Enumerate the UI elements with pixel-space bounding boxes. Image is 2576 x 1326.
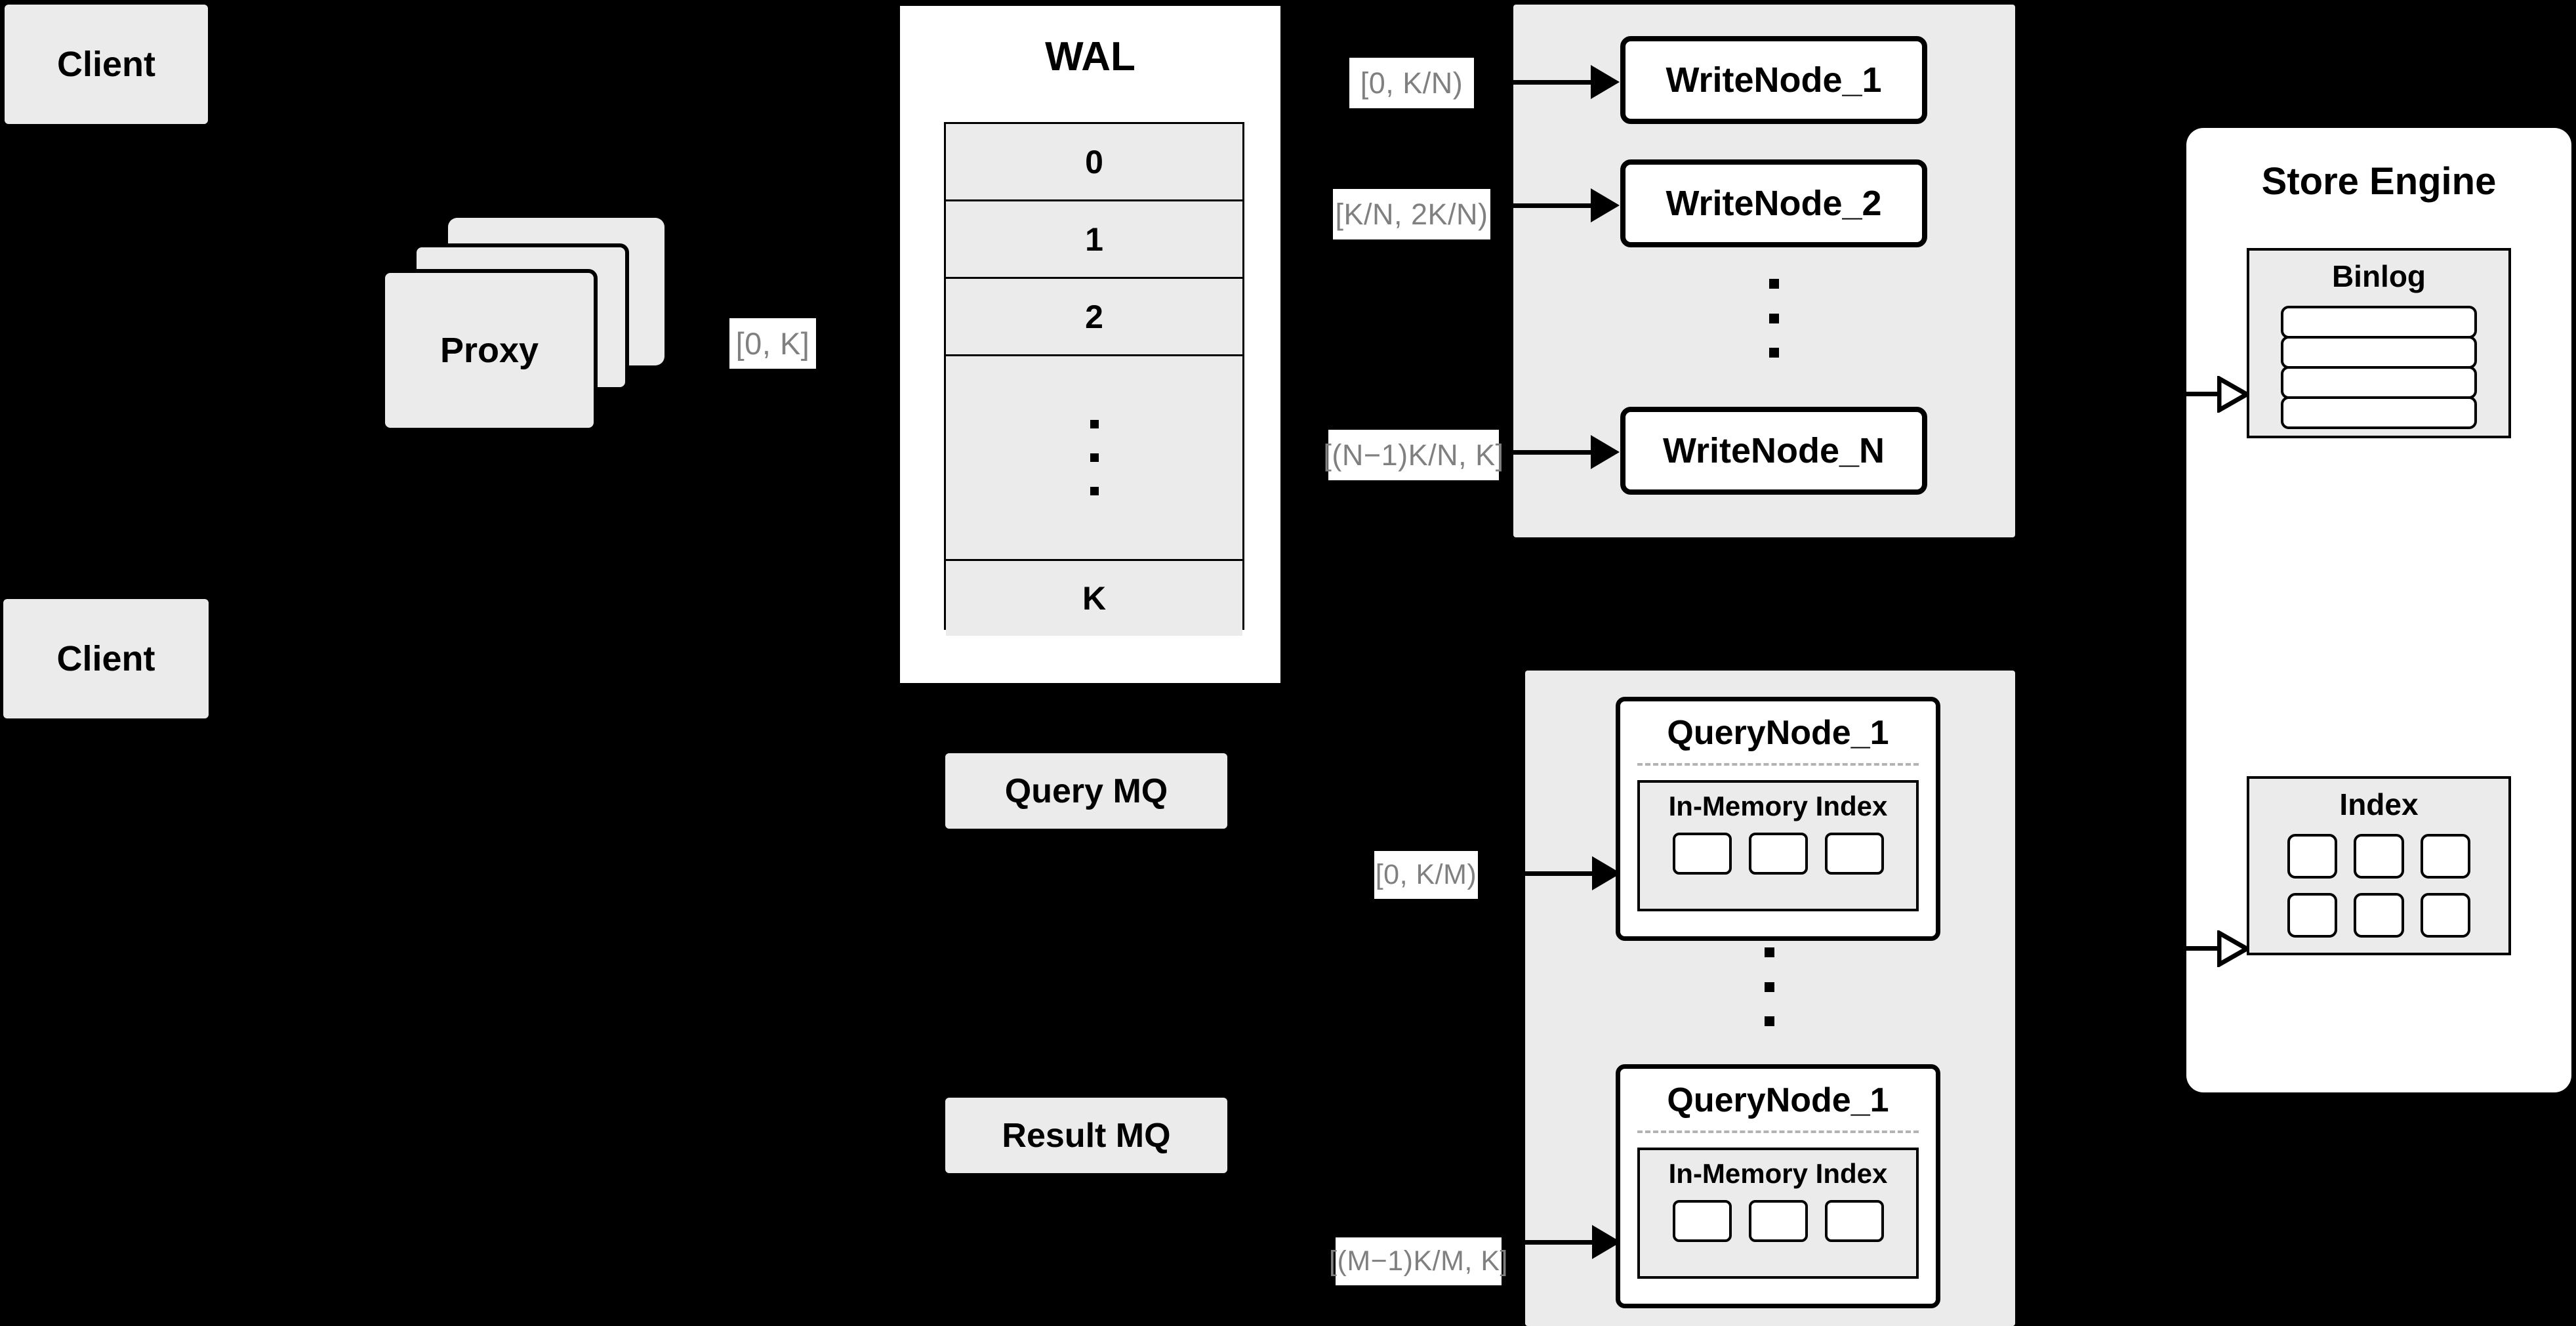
- write-node-2[interactable]: WriteNode_2: [1620, 159, 1927, 247]
- write-node-1-arrow-line: [1502, 80, 1593, 85]
- wal-row-label: 0: [1085, 143, 1103, 180]
- write-node-1[interactable]: WriteNode_1: [1620, 36, 1927, 124]
- write-node-n-arrowhead-icon: [1591, 435, 1620, 469]
- write-node-2-label: WriteNode_2: [1666, 184, 1882, 223]
- index-grid-row: [2287, 893, 2470, 938]
- write-node-n-label: WriteNode_N: [1662, 431, 1885, 470]
- write-node-1-label: WriteNode_1: [1666, 60, 1882, 100]
- query-node-m[interactable]: QueryNode_1 In-Memory Index: [1616, 1064, 1940, 1308]
- wal-row[interactable]: 2: [946, 279, 1242, 356]
- wal-row[interactable]: K: [946, 561, 1242, 636]
- query-node-1-arrow-line: [1502, 871, 1594, 876]
- index-title: Index: [2339, 787, 2419, 821]
- client-box-1[interactable]: Client: [5, 5, 208, 124]
- result-mq-label: Result MQ: [1002, 1116, 1171, 1155]
- query-node-1-label: QueryNode_1: [1667, 714, 1889, 752]
- wal-row-ellipsis: [946, 356, 1242, 561]
- write-node-1-range-text: [0, K/N): [1360, 66, 1463, 100]
- query-node-m-arrow-line: [1502, 1240, 1594, 1245]
- binlog-row[interactable]: [2281, 306, 2477, 339]
- write-node-n[interactable]: WriteNode_N: [1620, 407, 1927, 495]
- query-node-m-index-title: In-Memory Index: [1668, 1158, 1888, 1189]
- store-engine-panel: Store Engine Binlog Index: [2186, 128, 2571, 1092]
- query-node-m-index-cells: [1640, 1200, 1916, 1242]
- index-cell[interactable]: [1672, 833, 1732, 875]
- query-mq-box[interactable]: Query MQ: [945, 753, 1227, 829]
- wal-row-label: 2: [1085, 298, 1103, 335]
- client-label-2: Client: [56, 639, 155, 678]
- wal-row[interactable]: 0: [946, 124, 1242, 201]
- write-node-n-range-label: [(N−1)K/N, K]: [1323, 430, 1503, 480]
- query-node-m-range-text: [(M−1)K/M, K]: [1329, 1245, 1508, 1277]
- index-panel: Index: [2247, 776, 2511, 955]
- binlog-row[interactable]: [2281, 336, 2477, 369]
- write-node-2-arrowhead-icon: [1591, 188, 1620, 222]
- query-cluster-ellipsis-icon: [1765, 947, 1774, 1026]
- write-node-n-arrow-line: [1502, 450, 1593, 455]
- index-cell[interactable]: [2420, 893, 2470, 938]
- index-cell[interactable]: [2354, 893, 2404, 938]
- query-mq-label: Query MQ: [1004, 772, 1168, 810]
- proxy-box[interactable]: Proxy: [381, 269, 598, 432]
- binlog-arrowhead-icon: [2217, 374, 2252, 415]
- proxy-range-label: [0, K]: [729, 318, 816, 369]
- wal-table: 0 1 2 K: [944, 122, 1244, 636]
- binlog-panel: Binlog: [2247, 248, 2511, 438]
- write-node-2-range-label: [K/N, 2K/N): [1333, 189, 1490, 239]
- query-node-1-in-memory-index: In-Memory Index: [1637, 780, 1919, 911]
- store-engine-title: Store Engine: [2261, 160, 2497, 203]
- binlog-row[interactable]: [2281, 366, 2477, 399]
- index-grid-row: [2287, 834, 2470, 879]
- query-node-m-divider: [1637, 1130, 1919, 1133]
- index-cell[interactable]: [2420, 834, 2470, 879]
- write-node-1-arrowhead-icon: [1591, 65, 1620, 99]
- binlog-arrow-line: [2184, 392, 2220, 396]
- index-cell[interactable]: [1824, 1200, 1884, 1242]
- query-node-m-label: QueryNode_1: [1667, 1081, 1889, 1119]
- query-node-1-range-label: [0, K/M): [1374, 851, 1478, 899]
- wal-title: WAL: [1045, 34, 1135, 79]
- binlog-row[interactable]: [2281, 396, 2477, 429]
- query-node-1-index-cells: [1640, 833, 1916, 875]
- client-label-1: Client: [56, 45, 155, 84]
- index-arrowhead-icon: [2217, 928, 2252, 969]
- wal-panel: WAL 0 1 2 K: [897, 3, 1283, 686]
- wal-row-label: 1: [1085, 220, 1103, 258]
- query-node-1-range-text: [0, K/M): [1375, 859, 1477, 890]
- index-cell[interactable]: [1672, 1200, 1732, 1242]
- binlog-title: Binlog: [2331, 259, 2426, 293]
- write-node-n-range-text: [(N−1)K/N, K]: [1323, 438, 1504, 472]
- write-node-2-range-text: [K/N, 2K/N): [1335, 197, 1488, 231]
- proxy-range-text: [0, K]: [735, 326, 810, 361]
- write-node-2-arrow-line: [1502, 203, 1593, 208]
- wal-row[interactable]: 1: [946, 201, 1242, 279]
- result-mq-box[interactable]: Result MQ: [945, 1098, 1227, 1173]
- index-cell[interactable]: [1748, 1200, 1808, 1242]
- index-cell[interactable]: [1824, 833, 1884, 875]
- wal-row-label: K: [1082, 580, 1107, 617]
- binlog-rows: [2281, 306, 2477, 429]
- index-grid: [2287, 834, 2470, 938]
- write-node-1-range-label: [0, K/N): [1349, 58, 1474, 108]
- index-cell[interactable]: [2354, 834, 2404, 879]
- client-box-2[interactable]: Client: [3, 599, 209, 718]
- index-cell[interactable]: [2287, 893, 2338, 938]
- write-cluster-ellipsis-icon: [1769, 279, 1779, 358]
- query-node-1[interactable]: QueryNode_1 In-Memory Index: [1616, 697, 1940, 941]
- query-node-m-range-label: [(M−1)K/M, K]: [1329, 1237, 1507, 1285]
- index-cell[interactable]: [2287, 834, 2338, 879]
- index-cell[interactable]: [1748, 833, 1808, 875]
- index-arrow-line: [2184, 946, 2220, 951]
- query-node-1-index-title: In-Memory Index: [1668, 791, 1888, 821]
- query-node-1-divider: [1637, 763, 1919, 766]
- query-node-m-in-memory-index: In-Memory Index: [1637, 1148, 1919, 1279]
- proxy-label: Proxy: [440, 331, 539, 370]
